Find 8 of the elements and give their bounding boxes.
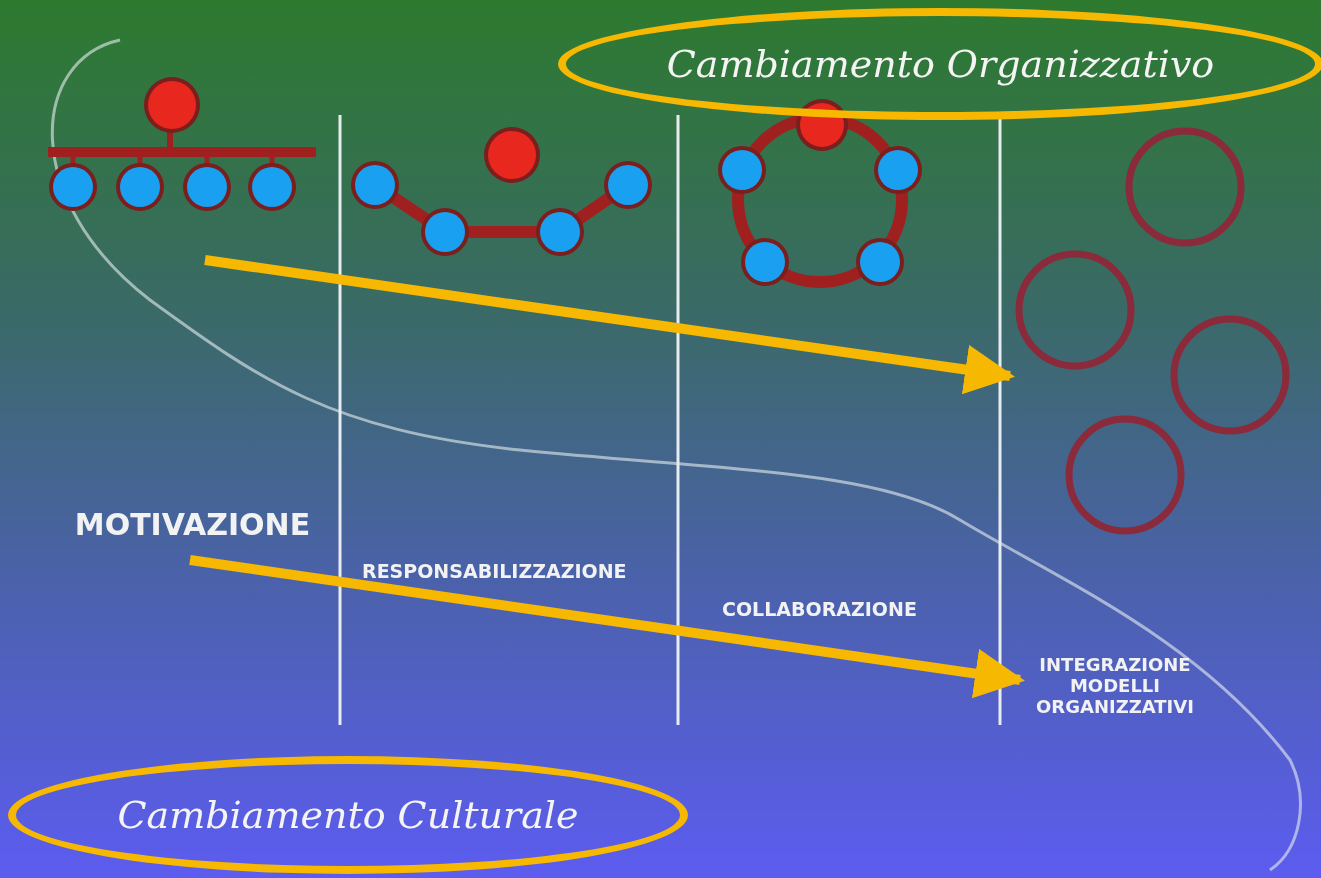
column-heading: RESPONSABILIZZAZIONE xyxy=(362,560,627,582)
arrow xyxy=(204,255,1015,395)
arrow xyxy=(189,555,1025,699)
column-heading: MOTIVAZIONE xyxy=(60,488,325,560)
column-heading: INTEGRAZIONE MODELLI ORGANIZZATIVI xyxy=(1020,640,1210,730)
highlight-ellipse: Cambiamento Organizzativo xyxy=(558,8,1321,120)
highlight-ellipse: Cambiamento Culturale xyxy=(8,756,688,874)
column-heading: COLLABORAZIONE xyxy=(722,598,917,620)
